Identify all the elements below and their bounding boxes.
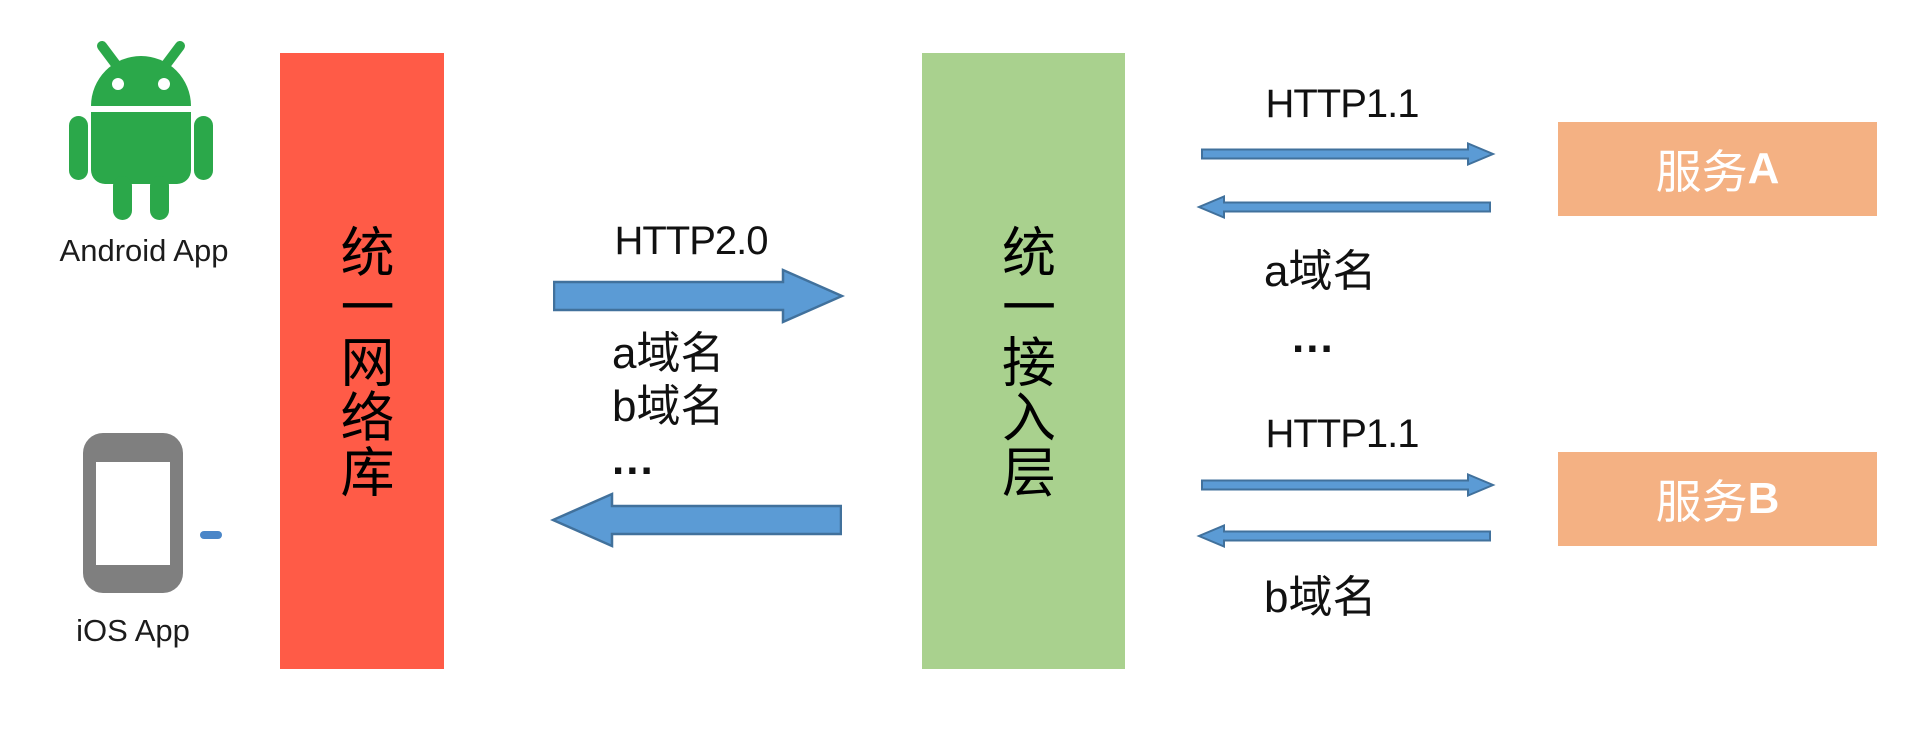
http2-request-arrow-icon <box>553 268 845 324</box>
service-a-ellipsis-label: ... <box>1292 313 1335 362</box>
service-a-letter: A <box>1747 144 1780 193</box>
service-b-name: 服务 <box>1655 477 1748 528</box>
smartphone-icon <box>83 433 183 593</box>
service-b-response-arrow-icon <box>1196 524 1491 548</box>
http2-response-arrow-icon <box>550 492 842 548</box>
service-b-domain-label: b域名 <box>1264 573 1377 622</box>
unified-access-layer-bar: 统一接入层 <box>922 53 1125 669</box>
unified-access-layer-label: 统一接入层 <box>993 223 1054 499</box>
service-b-letter: B <box>1747 474 1780 523</box>
service-b-request-arrow-icon <box>1201 473 1496 497</box>
android-robot-icon <box>62 28 220 225</box>
android-app-label: Android App <box>59 233 229 268</box>
ios-app-label: iOS App <box>76 613 190 648</box>
unified-network-lib-bar: 统一网络库 <box>280 53 444 669</box>
unified-network-lib-label: 统一网络库 <box>332 223 392 499</box>
service-a-response-arrow-icon <box>1196 195 1491 219</box>
service-a-name: 服务 <box>1655 147 1748 198</box>
service-a-request-arrow-icon <box>1201 142 1496 166</box>
client-link-ellipsis-label: ... <box>612 435 655 484</box>
service-a-domain-label: a域名 <box>1264 247 1377 296</box>
http2-protocol-label: HTTP2.0 <box>614 219 768 263</box>
service-a-protocol-label: HTTP1.1 <box>1265 82 1419 126</box>
client-link-domain-a-label: a域名 <box>612 329 725 378</box>
service-b-protocol-label: HTTP1.1 <box>1265 412 1419 456</box>
client-link-domain-b-label: b域名 <box>612 382 725 431</box>
minus-dash-icon <box>200 531 222 539</box>
